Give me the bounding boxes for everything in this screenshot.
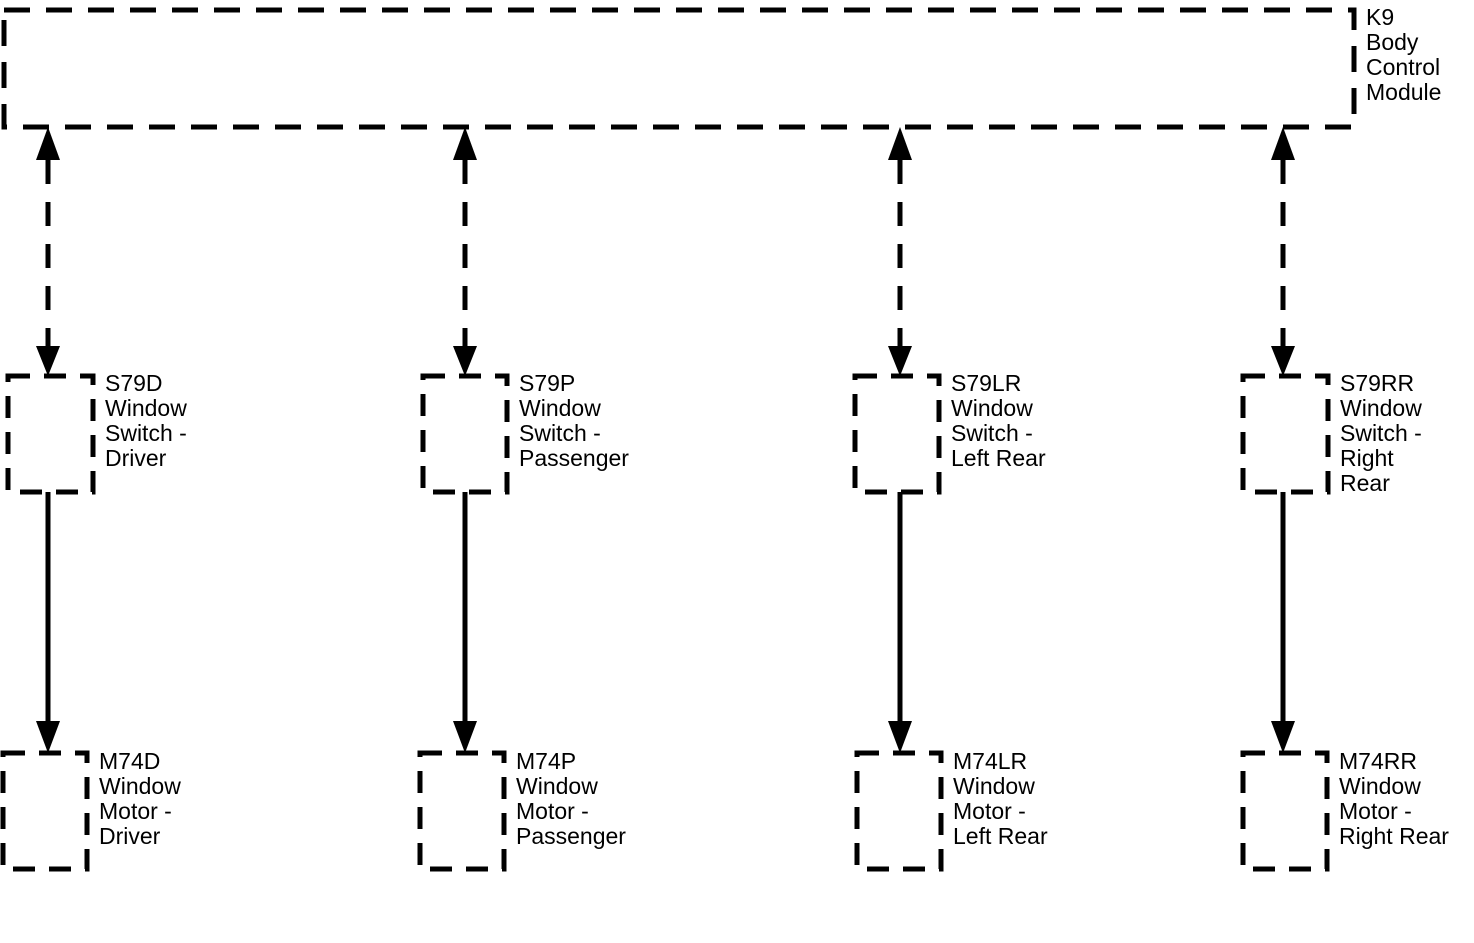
switch-box-passenger (420, 373, 510, 495)
label-line: Rear (1340, 470, 1390, 496)
label-line: Window (1339, 773, 1421, 799)
label-line: S79D (105, 370, 163, 396)
k9-module-label: K9 Body Control Module (1366, 5, 1441, 105)
label-line: Switch - (1340, 420, 1422, 446)
link-module-switch-passenger (453, 127, 477, 376)
motor-box-left-rear (854, 750, 944, 872)
label-line: Window (519, 395, 601, 421)
label-line: Driver (105, 445, 167, 471)
label-line: S79RR (1340, 370, 1415, 396)
label-line: Window (953, 773, 1035, 799)
motor-box-driver (0, 750, 90, 872)
link-module-switch-right-rear (1271, 127, 1295, 376)
label-line: Switch - (951, 420, 1033, 446)
label-line: K9 (1366, 4, 1395, 30)
label-line: Left Rear (953, 823, 1048, 849)
switch-label-right-rear: S79RR Window Switch - Right Rear (1340, 371, 1422, 496)
label-line: M74D (99, 748, 161, 774)
switch-label-driver: S79D Window Switch - Driver (105, 371, 187, 471)
link-switch-motor-right-rear (1271, 492, 1295, 753)
motor-box-passenger (417, 750, 507, 872)
label-line: Right (1340, 445, 1394, 471)
label-line: Window (99, 773, 181, 799)
label-line: Right Rear (1339, 823, 1449, 849)
label-line: Motor - (99, 798, 172, 824)
label-line: Passenger (516, 823, 626, 849)
switch-box-left-rear (852, 373, 942, 495)
label-line: S79LR (951, 370, 1022, 396)
label-line: S79P (519, 370, 576, 396)
motor-label-passenger: M74P Window Motor - Passenger (516, 749, 626, 849)
link-module-switch-left-rear (888, 127, 912, 376)
label-line: Module (1366, 79, 1442, 105)
switch-box-right-rear (1240, 373, 1331, 495)
label-line: Motor - (1339, 798, 1412, 824)
label-line: M74RR (1339, 748, 1417, 774)
label-line: Body (1366, 29, 1419, 55)
motor-label-left-rear: M74LR Window Motor - Left Rear (953, 749, 1048, 849)
label-line: Left Rear (951, 445, 1046, 471)
label-line: M74LR (953, 748, 1028, 774)
link-switch-motor-left-rear (888, 492, 912, 753)
k9-module-box (1, 7, 1357, 130)
label-line: Window (951, 395, 1033, 421)
label-line: Window (516, 773, 598, 799)
motor-box-right-rear (1240, 750, 1330, 872)
link-switch-motor-passenger (453, 492, 477, 753)
label-line: Window (1340, 395, 1422, 421)
switch-label-left-rear: S79LR Window Switch - Left Rear (951, 371, 1046, 471)
label-line: Motor - (953, 798, 1026, 824)
label-line: M74P (516, 748, 577, 774)
link-module-switch-driver (36, 127, 60, 376)
label-line: Passenger (519, 445, 629, 471)
label-line: Switch - (105, 420, 187, 446)
label-line: Motor - (516, 798, 589, 824)
motor-label-driver: M74D Window Motor - Driver (99, 749, 181, 849)
label-line: Window (105, 395, 187, 421)
label-line: Control (1366, 54, 1441, 80)
label-line: Driver (99, 823, 161, 849)
switch-label-passenger: S79P Window Switch - Passenger (519, 371, 629, 471)
label-line: Switch - (519, 420, 601, 446)
switch-box-driver (5, 373, 96, 495)
link-switch-motor-driver (36, 492, 60, 753)
motor-label-right-rear: M74RR Window Motor - Right Rear (1339, 749, 1449, 849)
